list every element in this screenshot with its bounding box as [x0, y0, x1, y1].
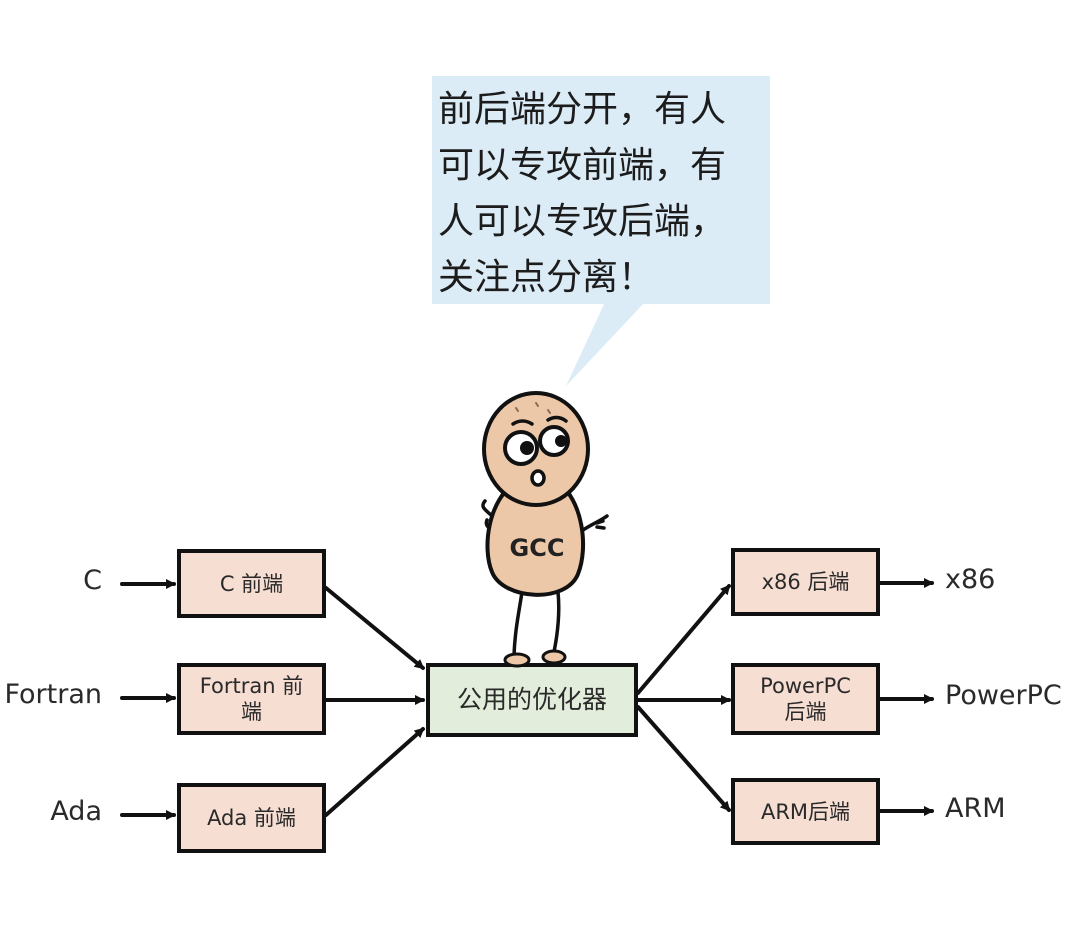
backend-label-arm-line-1: ARM后端 [760, 799, 851, 824]
gcc-character [481, 391, 609, 668]
frontend-label-fortran-line-2: 端 [241, 700, 262, 724]
frontend-box-fortran [177, 663, 326, 735]
output-target-powerpc: PowerPC [945, 680, 1062, 711]
backend-label-powerpc-line-2: 后端 [784, 700, 827, 724]
backend-label-x86-line-1: x86 后端 [761, 570, 850, 594]
speech-bubble-text: 前后端分开，有人 可以专攻前端，有 人可以专攻后端， 关注点分离！ [438, 82, 768, 306]
arrow-ada-frontend-to-optimizer [324, 727, 425, 817]
speech-bubble [432, 76, 770, 386]
speech-line-1: 前后端分开，有人 [438, 89, 727, 130]
input-language-c: C [83, 565, 102, 596]
speech-line-4: 关注点分离！ [438, 257, 655, 298]
frontend-label-ada-line-1: Ada 前端 [207, 806, 296, 830]
speech-line-2: 可以专攻前端，有 [438, 145, 727, 186]
optimizer-label: 公用的优化器 [428, 665, 636, 735]
optimizer-label-text: 公用的优化器 [456, 685, 607, 714]
frontend-label-c-line-1: C 前端 [219, 571, 284, 596]
backend-label-arm: ARM后端 [733, 780, 878, 843]
output-target-x86: x86 [945, 564, 996, 595]
input-language-ada: Ada [50, 796, 102, 827]
backend-box-x86 [731, 548, 880, 616]
frontend-label-fortran: Fortran 前 端 [179, 665, 324, 733]
frontend-box-ada [177, 783, 326, 853]
arrow-optimizer-to-arm [636, 705, 731, 812]
frontend-label-c: C 前端 [179, 551, 324, 616]
frontend-label-ada: Ada 前端 [179, 785, 324, 851]
arrow-c-frontend-to-optimizer [324, 586, 425, 670]
optimizer-box [426, 663, 638, 737]
backend-label-powerpc-line-1: PowerPC [760, 674, 851, 698]
backend-box-powerpc [731, 663, 880, 735]
speech-line-3: 人可以专攻后端， [438, 201, 727, 242]
frontend-box-c [177, 549, 326, 618]
input-language-fortran: Fortran [4, 679, 102, 710]
arrow-optimizer-to-x86 [636, 584, 731, 695]
frontend-label-fortran-line-1: Fortran 前 [199, 674, 304, 698]
backend-label-x86: x86 后端 [733, 550, 878, 614]
output-target-arm: ARM [945, 793, 1006, 824]
character-label: GCC [509, 534, 565, 562]
backend-box-arm [731, 778, 880, 845]
backend-label-powerpc: PowerPC 后端 [733, 665, 878, 733]
